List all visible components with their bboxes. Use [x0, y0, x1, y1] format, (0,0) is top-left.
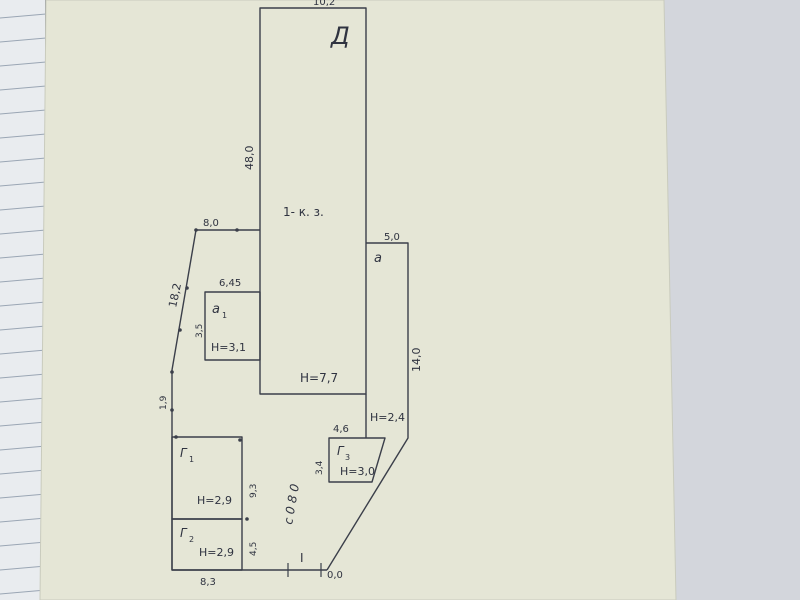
dimension-19: 1,9	[159, 395, 169, 410]
dimension-140: 14,0	[410, 348, 423, 373]
room-a1-subscript: 1	[222, 311, 227, 320]
room-g1-height: Н=2,9	[197, 494, 232, 507]
dimension-34: 3,4	[315, 460, 325, 475]
roman-numeral-one: I	[300, 551, 304, 565]
room-g2-label: Г	[180, 526, 188, 540]
dimension-93: 9,3	[249, 484, 259, 498]
room-a1-height: Н=3,1	[211, 341, 246, 354]
dimension-182: 18,2	[166, 282, 184, 309]
room-g3-label: Г	[337, 444, 345, 458]
room-g2-height: Н=2,9	[199, 546, 234, 559]
main-room-label: 1- к. з.	[283, 205, 324, 219]
dimension-645: 6,45	[219, 278, 241, 289]
notebook	[0, 0, 47, 600]
floor-plan	[171, 7, 409, 571]
room-g2-outline	[171, 518, 243, 571]
room-a-label: а	[374, 251, 382, 266]
dimension-45: 4,5	[249, 542, 259, 556]
room-g3-height: Н=3,0	[340, 465, 375, 478]
top-dimension: 10,2	[313, 0, 335, 8]
dimension-8: 8,0	[203, 218, 219, 229]
room-a-height: Н=2,4	[370, 411, 405, 424]
corner-dots	[170, 228, 249, 521]
main-length-dimension: 48,0	[243, 146, 256, 171]
room-a1-outline	[204, 291, 261, 361]
room-g3-subscript: 3	[345, 453, 350, 462]
room-g1-subscript: 1	[189, 455, 194, 464]
bottom-ticks	[287, 563, 322, 577]
main-height-label: Н=7,7	[300, 371, 338, 385]
paper-sheet	[40, 0, 676, 600]
room-g1-label: Г	[180, 446, 188, 460]
dimension-00: 0,0	[327, 570, 343, 581]
dimension-35: 3,5	[195, 324, 205, 338]
main-building-outline	[259, 7, 367, 395]
annex-a-outline	[326, 242, 409, 571]
right-shadow	[660, 0, 800, 600]
dimension-5: 5,0	[384, 232, 400, 243]
dimension-46: 4,6	[333, 424, 349, 435]
room-a1-label: а	[212, 302, 220, 317]
dimension-83: 8,3	[200, 577, 216, 588]
room-g2-subscript: 2	[189, 535, 194, 544]
building-letter: Д	[330, 22, 350, 50]
